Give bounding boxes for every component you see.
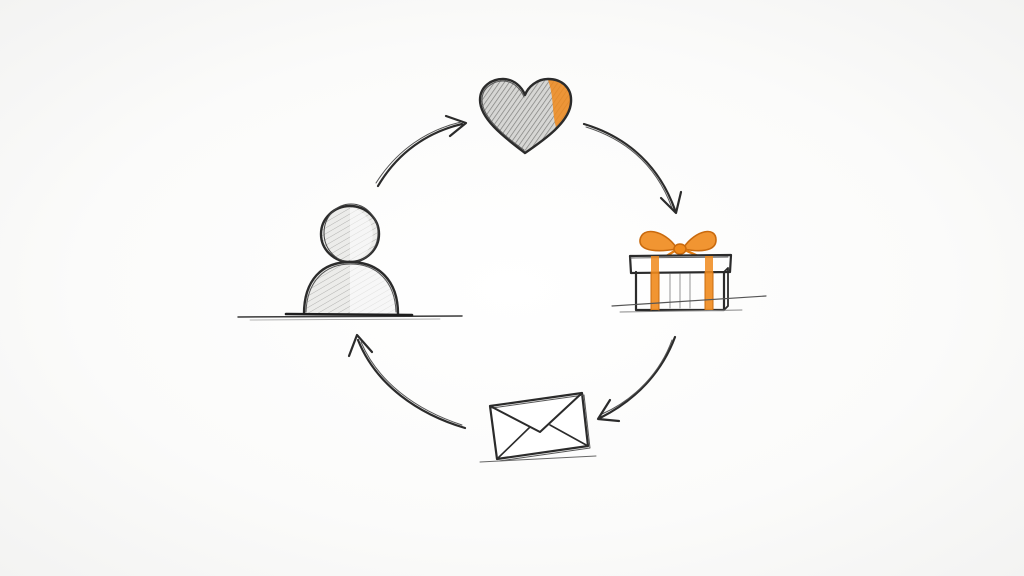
arrow-envelope-to-person [347, 333, 467, 430]
arrow-gift-to-envelope [596, 335, 677, 423]
heart-icon [478, 77, 573, 155]
arrow-person-to-heart [375, 114, 468, 188]
gift-box-icon [611, 230, 767, 313]
envelope-icon [479, 391, 597, 463]
arrow-heart-to-gift [582, 122, 683, 215]
person-icon [237, 203, 463, 321]
